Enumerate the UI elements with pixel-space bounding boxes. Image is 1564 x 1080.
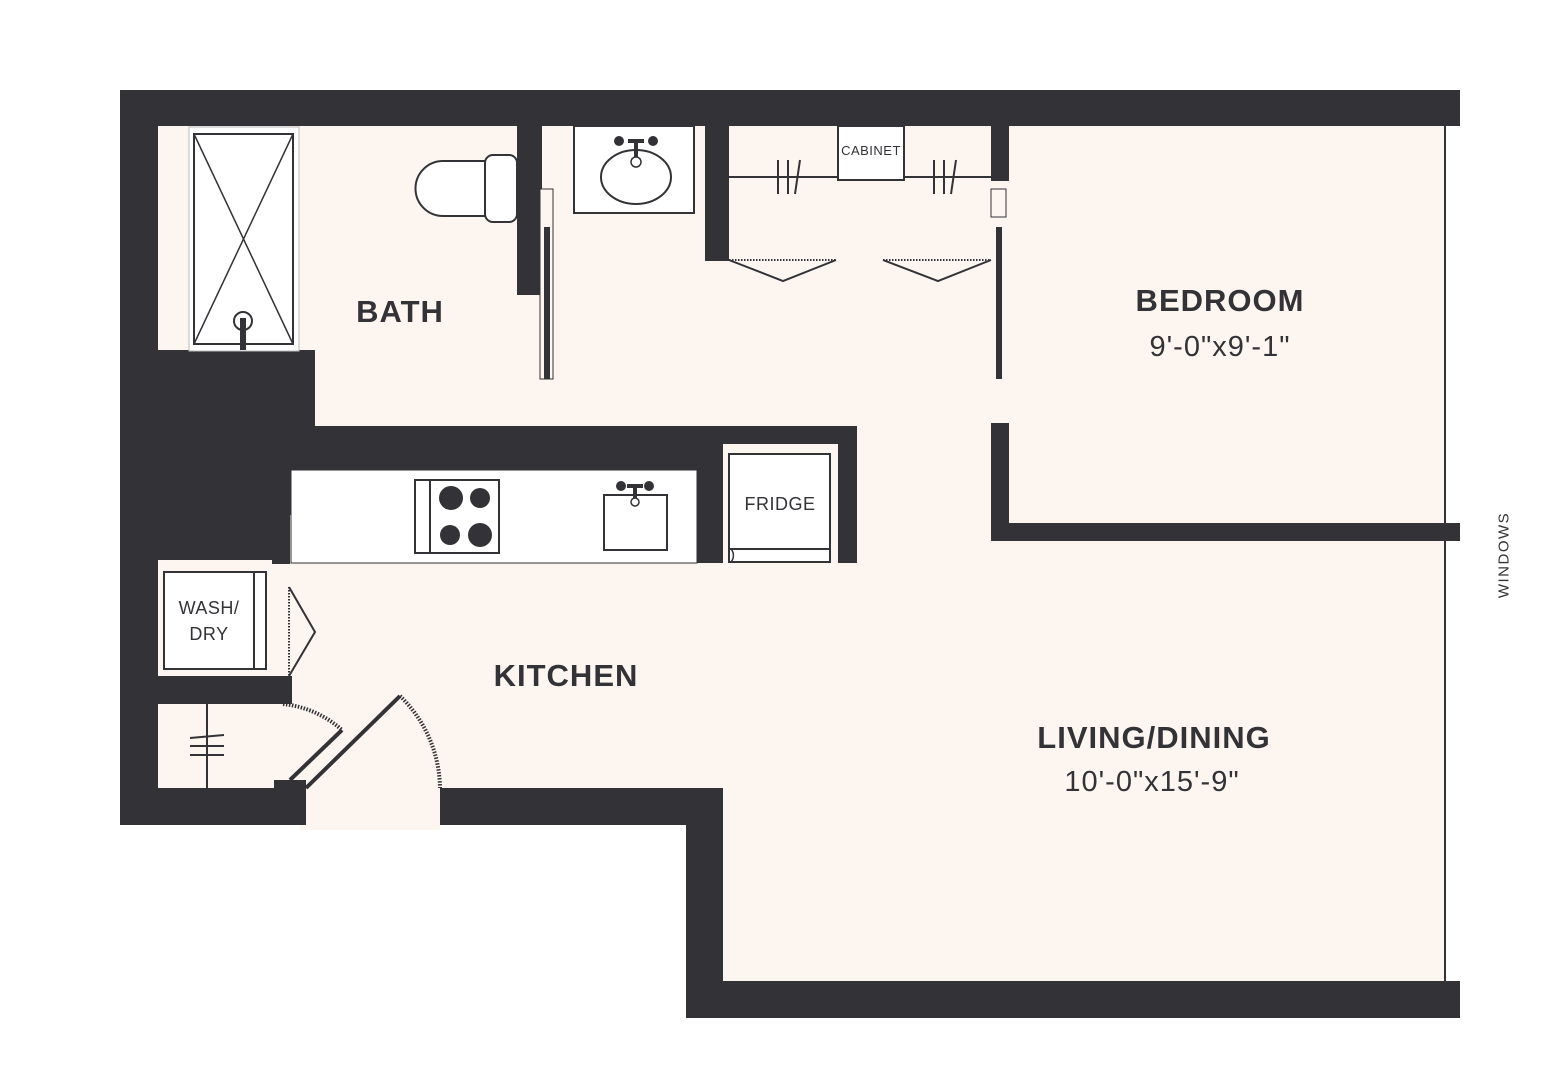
room-label-living-dining: LIVING/DINING (1037, 720, 1271, 755)
laundry-door (288, 586, 317, 677)
washer-label-line2: DRY (189, 624, 229, 644)
washer-label-line1: WASH/ (178, 598, 240, 618)
room-label-bath: BATH (356, 294, 444, 329)
room-label-kitchen: KITCHEN (493, 658, 639, 693)
room-label-bedroom: BEDROOM (1135, 283, 1305, 318)
room-dimensions-living-dining: 10'-0"x15'-9" (1064, 766, 1240, 798)
entry-door (304, 694, 442, 790)
coat-closet-rod (189, 704, 225, 788)
fridge-label: FRIDGE (744, 494, 816, 514)
stove-icon (414, 479, 500, 554)
windows-label: WINDOWS (1495, 511, 1513, 599)
washer-dryer-icon (163, 571, 267, 670)
toilet-icon (414, 154, 518, 223)
shower-icon (188, 126, 300, 352)
cabinet-label: CABINET (841, 143, 901, 158)
closet-door-swing (282, 702, 344, 782)
bedroom-door (990, 188, 1007, 379)
washer-label: WASH/ DRY (179, 595, 240, 647)
closet-rod (729, 159, 991, 195)
kitchen-sink-icon (603, 481, 668, 551)
closet-doors (728, 259, 992, 283)
bath-door (539, 188, 554, 380)
fridge-icon (723, 444, 838, 563)
bathroom-sink-icon (573, 125, 695, 214)
cabinet-box (837, 125, 905, 181)
room-dimensions-bedroom: 9'-0"x9'-1" (1149, 331, 1291, 363)
